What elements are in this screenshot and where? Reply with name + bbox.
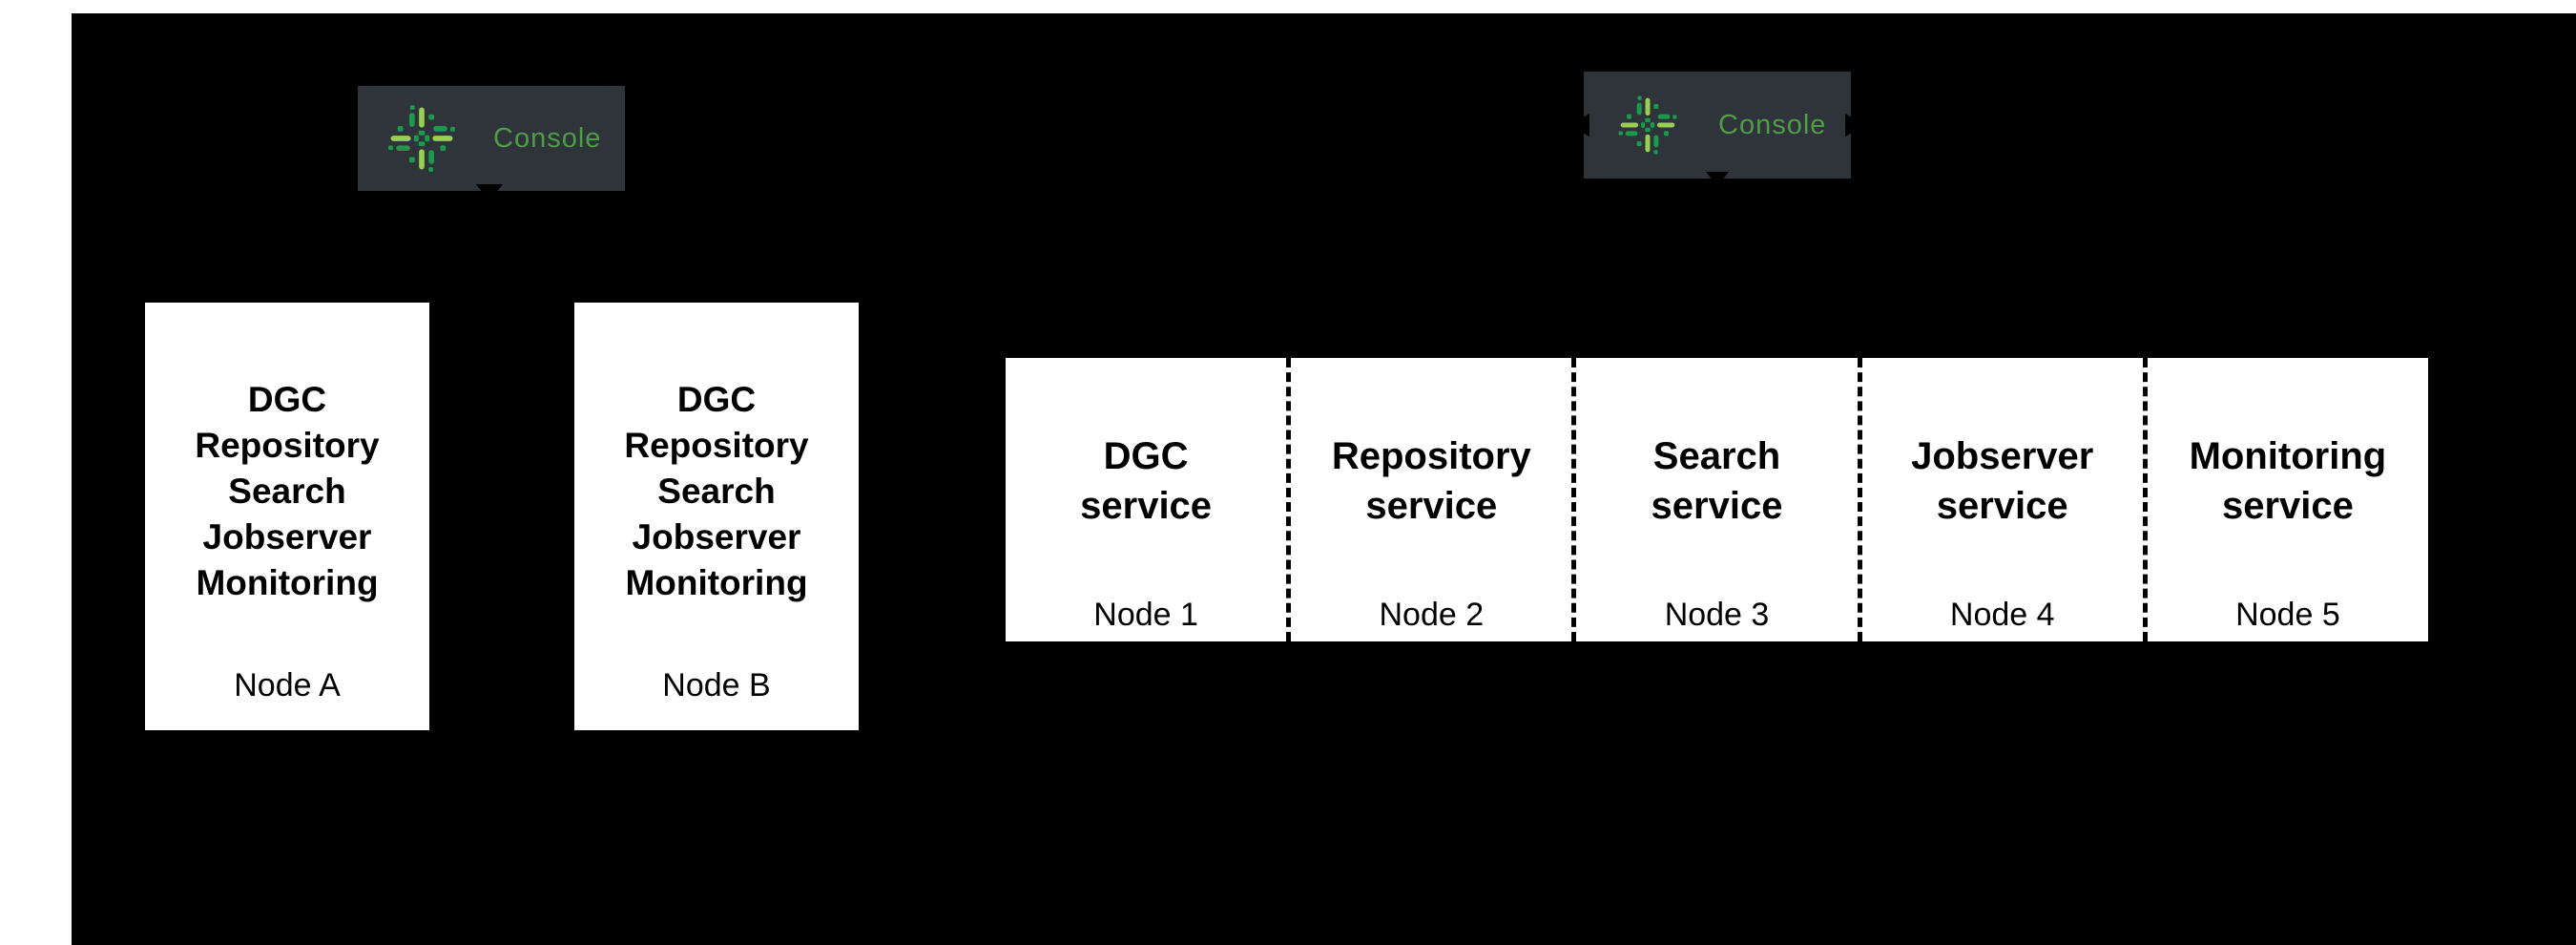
connector-arrow-left-icon (1570, 114, 1589, 136)
node-label: Node A (234, 667, 341, 704)
service-line: Jobserver (202, 517, 372, 556)
console-badge-right: Console (1584, 72, 1851, 178)
node-label: Node 3 (1664, 597, 1770, 633)
node-a-box: DGC Repository Search Jobserver Monitori… (145, 303, 429, 730)
service-column-repository: Repository service Node 2 (1286, 358, 1571, 641)
service-title: DGC service (1080, 358, 1212, 598)
connector-arrow-right-icon (1845, 114, 1864, 136)
node-label: Node 4 (1949, 597, 2055, 633)
service-column-dgc: DGC service Node 1 (1006, 358, 1286, 641)
node-b-box: DGC Repository Search Jobserver Monitori… (574, 303, 859, 730)
console-label: Console (493, 122, 602, 154)
service-title: Monitoring service (2190, 358, 2387, 598)
service-line: DGC (247, 380, 327, 419)
node-label: Node 2 (1379, 597, 1485, 633)
service-line: Repository (195, 426, 380, 465)
service-line: Search (228, 472, 346, 511)
node-label: Node B (662, 667, 771, 704)
service-cluster-box: DGC service Node 1 Repository service No… (1006, 358, 2428, 641)
service-line: Monitoring (625, 563, 808, 602)
service-title-line: Repository (1331, 434, 1531, 477)
service-title: Jobserver service (1911, 358, 2093, 598)
collibra-console-logo-icon (1618, 95, 1677, 155)
service-title-line: Search (1652, 434, 1781, 477)
node-a-services: DGC Repository Search Jobserver Monitori… (195, 303, 379, 667)
service-column-search: Search service Node 3 (1571, 358, 1857, 641)
service-title-line: service (1936, 484, 2068, 527)
connector-arrow-down-icon (1706, 172, 1729, 186)
service-title-line: service (1080, 484, 1213, 527)
service-title-line: Jobserver (1911, 434, 2094, 477)
collibra-console-logo-icon (388, 105, 455, 172)
service-title-line: service (1365, 484, 1498, 527)
service-title-line: service (2221, 484, 2354, 527)
service-column-monitoring: Monitoring service Node 5 (2142, 358, 2428, 641)
console-badge-left: Console (358, 86, 625, 191)
service-line: Jobserver (632, 517, 801, 556)
node-b-services: DGC Repository Search Jobserver Monitori… (624, 303, 808, 667)
service-line: Repository (624, 426, 809, 465)
service-line: Search (657, 472, 776, 511)
node-label: Node 1 (1093, 597, 1198, 633)
service-line: DGC (676, 380, 757, 419)
service-line: Monitoring (196, 563, 379, 602)
service-title: Repository service (1332, 358, 1531, 598)
service-column-jobserver: Jobserver service Node 4 (1857, 358, 2143, 641)
service-title: Search service (1652, 358, 1783, 598)
console-label: Console (1718, 109, 1827, 140)
service-title-line: DGC (1103, 434, 1189, 477)
node-label: Node 5 (2235, 597, 2340, 633)
connector-arrow-down-icon (476, 184, 503, 200)
service-title-line: service (1651, 484, 1783, 527)
service-title-line: Monitoring (2189, 434, 2387, 477)
